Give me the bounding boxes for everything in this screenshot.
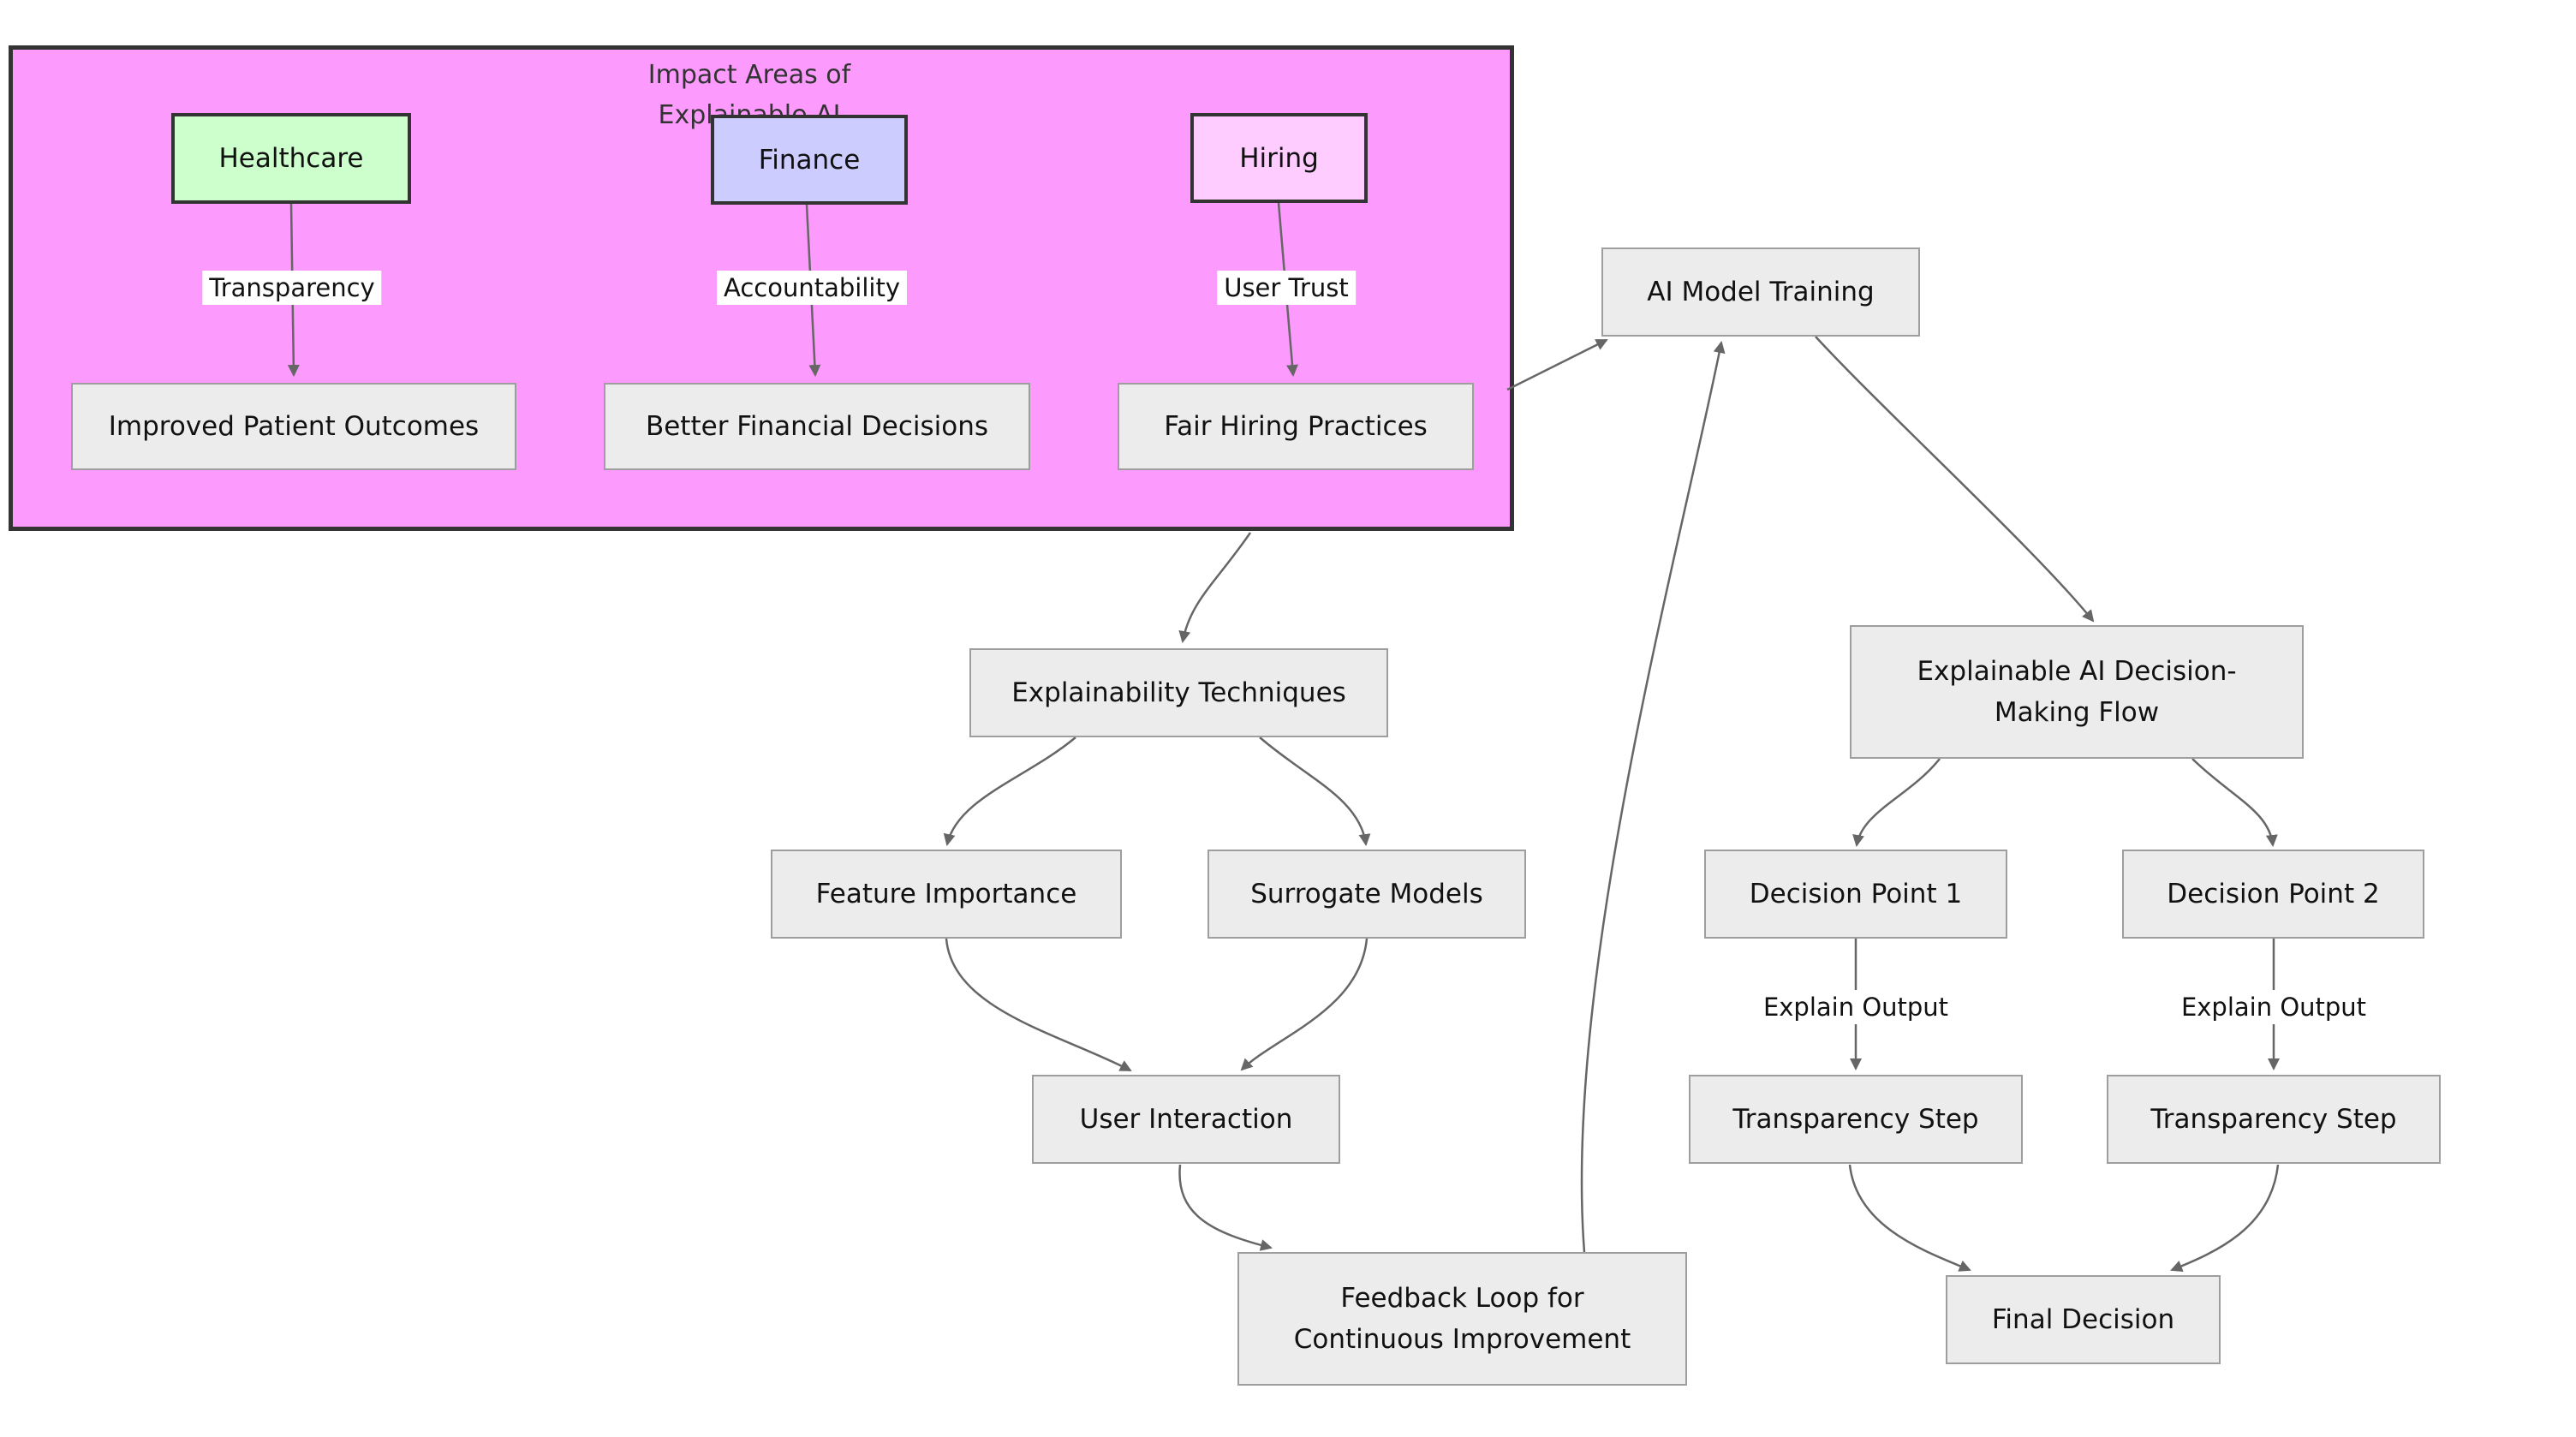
- node-feature-importance: Feature Importance: [771, 850, 1122, 939]
- node-label: AI Model Training: [1647, 277, 1875, 307]
- edge-explainability-techniques-to-surrogate-models: [1259, 736, 1371, 846]
- node-decision-point-2: Decision Point 2: [2122, 850, 2424, 939]
- node-explainability-techniques: Explainability Techniques: [969, 648, 1388, 737]
- node-user-interaction: User Interaction: [1032, 1075, 1340, 1164]
- node-label: Hiring: [1239, 142, 1319, 174]
- node-ai-model-training: AI Model Training: [1601, 247, 1920, 337]
- node-label: Healthcare: [218, 143, 364, 174]
- node-label: Decision Point 2: [2167, 879, 2380, 909]
- node-healthcare: Healthcare: [171, 113, 411, 204]
- edge-transparency-step-2-to-final-decision: [2170, 1164, 2280, 1272]
- edge-transparency-step-1-to-final-decision: [1848, 1164, 1971, 1272]
- edge-user-interaction-to-feedback-loop: [1178, 1164, 1273, 1251]
- node-label: Transparency Step: [1732, 1104, 1979, 1135]
- edge-feedback-loop-to-ai-model-training: [1580, 341, 1726, 1253]
- node-improved-patient-outcomes: Improved Patient Outcomes: [71, 383, 516, 470]
- edge-explainability-techniques-to-feature-importance: [943, 736, 1076, 846]
- node-label: Final Decision: [1991, 1304, 2175, 1335]
- node-decision-flow: Explainable AI Decision-Making Flow: [1850, 625, 2304, 759]
- node-label: Improved Patient Outcomes: [108, 411, 480, 442]
- node-label: Fair Hiring Practices: [1164, 411, 1428, 442]
- node-transparency-step-1: Transparency Step: [1689, 1075, 2023, 1164]
- label-explain-output-1: Explain Output: [1756, 990, 1956, 1024]
- label-transparency: Transparency: [202, 271, 382, 305]
- edge-decision-flow-to-decision-point-1: [1852, 758, 1941, 847]
- edge-ai-model-training-to-decision-flow: [1815, 336, 2095, 623]
- node-surrogate-models: Surrogate Models: [1208, 850, 1526, 939]
- node-label: Decision Point 1: [1749, 879, 1963, 909]
- label-accountability: Accountability: [717, 271, 907, 305]
- node-label: Explainability Techniques: [1011, 677, 1346, 708]
- subgraph-title-line-1: Impact Areas of: [647, 60, 851, 90]
- node-hiring: Hiring: [1190, 113, 1368, 203]
- node-final-decision: Final Decision: [1946, 1275, 2221, 1364]
- edge-decision-flow-to-decision-point-2: [2191, 758, 2278, 847]
- node-label: Surrogate Models: [1250, 879, 1483, 909]
- node-better-financial-decisions: Better Financial Decisions: [604, 383, 1030, 470]
- node-finance: Finance: [711, 115, 908, 205]
- node-label: Finance: [758, 144, 861, 176]
- node-label: Better Financial Decisions: [645, 411, 989, 442]
- node-label: Explainable AI Decision-Making Flow: [1917, 656, 2237, 728]
- edge-feature-importance-to-user-interaction: [945, 938, 1132, 1072]
- node-decision-point-1: Decision Point 1: [1704, 850, 2007, 939]
- node-fair-hiring-practices: Fair Hiring Practices: [1118, 383, 1474, 470]
- node-label: User Interaction: [1079, 1104, 1293, 1135]
- edge-surrogate-models-to-user-interaction: [1240, 938, 1368, 1071]
- edge-subgraph-impact-areas-to-ai-model-training: [1506, 338, 1608, 391]
- label-user-trust: User Trust: [1217, 271, 1356, 305]
- edge-subgraph-impact-areas-to-explainability-techniques: [1178, 532, 1252, 643]
- node-transparency-step-2: Transparency Step: [2107, 1075, 2441, 1164]
- label-explain-output-2: Explain Output: [2174, 990, 2374, 1024]
- node-label: Transparency Step: [2150, 1104, 2397, 1135]
- node-label: Feature Importance: [815, 879, 1077, 909]
